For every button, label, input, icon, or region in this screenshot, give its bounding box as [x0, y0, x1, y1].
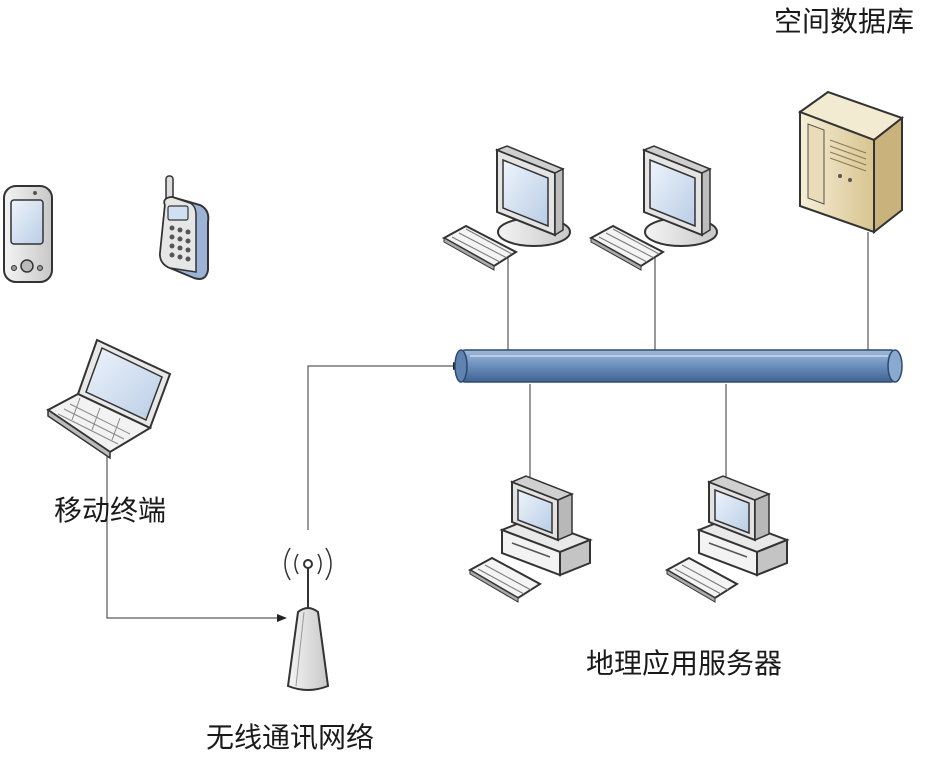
connection-lines: [106, 232, 869, 622]
pda-icon: [3, 185, 53, 283]
spatial-database-label: 空间数据库: [774, 5, 915, 38]
mobile-phone-icon: [158, 175, 210, 280]
laptop-icon: [46, 338, 172, 460]
geo-app-server-label: 地理应用服务器: [586, 647, 783, 680]
database-server-icon: [797, 90, 905, 235]
workstation-icon-1: [441, 145, 571, 271]
server-computer-icon-2: [664, 475, 790, 603]
wireless-antenna-icon: [284, 547, 332, 691]
link-antenna-to-bus: [307, 362, 463, 530]
wireless-network-label: 无线通讯网络: [206, 721, 375, 754]
mobile-terminal-label: 移动终端: [54, 494, 167, 527]
link-mobile-to-antenna: [106, 455, 287, 622]
workstation-icon-2: [588, 145, 718, 271]
server-computer-icon-1: [467, 475, 593, 603]
network-bus: [454, 349, 903, 383]
